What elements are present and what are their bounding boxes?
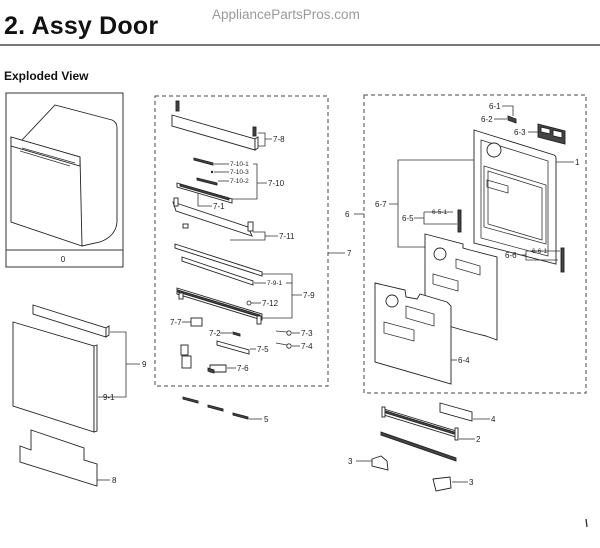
callout-0: 0 (61, 255, 66, 264)
callout-6-4: 6-4 (458, 356, 470, 365)
part-7-6: 7-6 (207, 364, 249, 374)
part-7-2: 7-2 (209, 329, 241, 338)
watermark: AppliancePartsPros.com (212, 7, 360, 22)
stray-mark (585, 518, 588, 528)
part-7-11-frame: 7-11 (172, 197, 295, 241)
part-bracket (180, 344, 192, 369)
reference-box: 0 (5, 92, 124, 268)
part-7-3: 7-3 (275, 329, 313, 338)
dishwasher-illustration (10, 104, 118, 247)
callout-6-7: 6-7 (375, 200, 387, 209)
callout-5: 5 (264, 415, 269, 424)
callout-6: 6 (345, 210, 350, 219)
callout-7-10-3: 7-10-3 (230, 169, 249, 176)
part-4: 4 (439, 402, 496, 424)
callout-7: 7 (347, 249, 352, 258)
callout-2: 2 (476, 435, 481, 444)
part-5-screws: 5 (182, 396, 269, 424)
callout-6-2: 6-2 (481, 115, 493, 124)
callout-6-3: 6-3 (514, 128, 526, 137)
callout-7-2: 7-2 (209, 329, 221, 338)
title-rule (0, 44, 600, 46)
section-subtitle: Exploded View (4, 69, 89, 83)
callout-9-1: 9-1 (103, 393, 115, 402)
callout-1: 1 (575, 158, 580, 167)
part-9-outer-door: 9 9-1 (12, 304, 147, 433)
part-7-10-group: 7-10-1 7-10-3 7-10-2 7-10 7-1 (176, 157, 285, 211)
part-1-inner-door: 1 (473, 129, 580, 265)
callout-7-1: 7-1 (213, 202, 225, 211)
part-2-rail: 2 (381, 406, 481, 444)
part-6-1-6-2: 6-1 6-2 (481, 102, 517, 124)
part-3-left-cap: 3 (348, 455, 389, 471)
callout-7-10: 7-10 (268, 179, 285, 188)
callout-7-10-1: 7-10-1 (230, 161, 249, 168)
callout-3-right: 3 (469, 478, 474, 487)
callout-7-6: 7-6 (237, 364, 249, 373)
callout-6-6: 6-6 (505, 251, 517, 260)
callout-7-12: 7-12 (262, 299, 279, 308)
part-7-4: 7-4 (275, 342, 313, 351)
part-6-6: 6-6-1 6-6 (505, 247, 565, 273)
callout-7-9: 7-9 (303, 291, 315, 300)
part-6-3: 6-3 (514, 123, 566, 145)
callout-7-8: 7-8 (273, 135, 285, 144)
part-6-5: 6-5-1 6-5 (402, 209, 462, 233)
part-gasket-strip (380, 431, 457, 462)
callout-6-5-1: 6-5-1 (432, 209, 448, 216)
callout-6-6-1: 6-6-1 (532, 248, 548, 255)
part-6-4-panel: 6-4 (374, 282, 470, 385)
part-8-kickplate: 8 (19, 429, 117, 487)
group-6-boundary (363, 94, 587, 394)
callout-7-4: 7-4 (301, 342, 313, 351)
callout-7-11: 7-11 (279, 232, 295, 241)
callout-7-3: 7-3 (301, 329, 313, 338)
part-7-9-group: 7-12 7-9-1 7-9 (174, 243, 315, 325)
callout-7-7: 7-7 (170, 318, 182, 327)
part-3-right-cap: 3 (432, 476, 474, 492)
callout-7-5: 7-5 (257, 345, 269, 354)
page-title: 2. Assy Door (4, 12, 159, 40)
callout-6-1: 6-1 (489, 102, 501, 111)
callout-6-5: 6-5 (402, 214, 414, 223)
callout-7-10-2: 7-10-2 (230, 178, 249, 185)
callout-9: 9 (142, 360, 147, 369)
part-7-5: 7-5 (216, 340, 269, 355)
part-7-8-control-panel: 7-8 (171, 100, 285, 151)
callout-3-left: 3 (348, 457, 353, 466)
callout-4: 4 (491, 415, 496, 424)
group-7-boundary (154, 95, 329, 387)
callout-8: 8 (112, 476, 117, 485)
part-7-7: 7-7 (170, 317, 203, 327)
callout-7-9-1: 7-9-1 (267, 280, 283, 287)
